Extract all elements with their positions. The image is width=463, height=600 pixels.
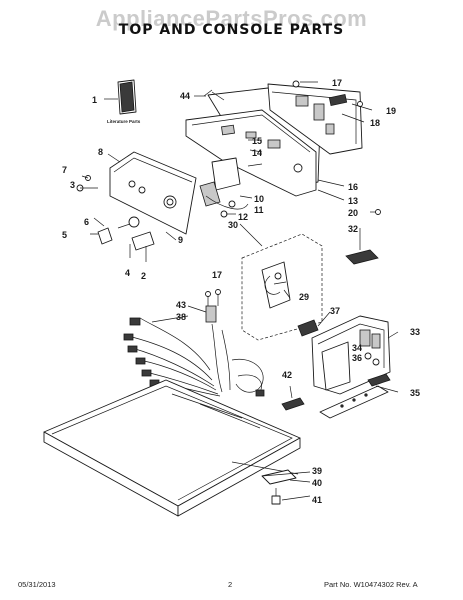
callout-17-harness: 17 — [212, 270, 222, 280]
bracket-32[interactable] — [345, 236, 379, 265]
callout-18: 18 — [370, 118, 380, 128]
screw-41[interactable] — [271, 488, 281, 505]
bracket-42[interactable] — [281, 397, 305, 411]
footer-page-number: 2 — [228, 580, 233, 589]
callout-14: 14 — [252, 148, 262, 158]
callout-30: 30 — [228, 220, 238, 230]
harness-group-30[interactable] — [241, 233, 323, 341]
hinge-bracket-40[interactable] — [261, 469, 297, 485]
callout-16: 16 — [348, 182, 358, 192]
screw-3[interactable] — [76, 184, 98, 192]
callout-36: 36 — [352, 353, 362, 363]
callout-33: 33 — [410, 327, 420, 337]
literature-parts-label: Literature Parts — [107, 119, 141, 124]
callout-19: 19 — [386, 106, 396, 116]
callout-9: 9 — [178, 235, 183, 245]
terminal-housing[interactable] — [311, 315, 391, 395]
callout-5: 5 — [62, 230, 67, 240]
timer-bracket[interactable] — [199, 157, 249, 218]
callout-40: 40 — [312, 478, 322, 488]
callout-17-top: 17 — [332, 78, 342, 88]
callout-32: 32 — [348, 224, 358, 234]
plate-35[interactable] — [319, 373, 391, 419]
callout-10: 10 — [254, 194, 264, 204]
watermark: AppliancePartsPros.com — [95, 6, 368, 31]
callout-42: 42 — [282, 370, 292, 380]
timer-switch[interactable] — [129, 231, 155, 262]
console-front-panel[interactable] — [109, 151, 197, 235]
callout-8: 8 — [98, 147, 103, 157]
footer-part-number: Part No. W10474302 Rev. A — [324, 580, 418, 589]
callout-44: 44 — [180, 91, 190, 101]
literature-parts[interactable] — [104, 79, 137, 115]
callout-11: 11 — [254, 205, 264, 215]
callout-15: 15 — [252, 136, 262, 146]
callout-3: 3 — [70, 180, 75, 190]
callout-35: 35 — [410, 388, 420, 398]
callout-2: 2 — [141, 271, 146, 281]
footer-date: 05/31/2013 — [18, 580, 56, 589]
page-title: TOP AND CONSOLE PARTS — [118, 22, 345, 38]
screw-20[interactable] — [370, 209, 381, 215]
callout-41: 41 — [312, 495, 322, 505]
callout-12: 12 — [238, 212, 248, 222]
callout-34: 34 — [352, 343, 362, 353]
callout-43: 43 — [176, 300, 186, 310]
dryer-top-panel[interactable] — [43, 379, 301, 517]
leader-lines — [81, 81, 399, 501]
terminal-block-37[interactable] — [297, 319, 319, 337]
callout-7: 7 — [62, 165, 67, 175]
callouts: 1 2 3 4 5 6 7 8 9 10 11 12 13 14 15 16 1… — [62, 78, 420, 505]
callout-29: 29 — [299, 292, 309, 302]
callout-1: 1 — [92, 95, 97, 105]
callout-6: 6 — [84, 217, 89, 227]
callout-4: 4 — [125, 268, 130, 278]
timer-knob[interactable] — [90, 216, 140, 245]
callout-39: 39 — [312, 466, 322, 476]
callout-37: 37 — [330, 306, 340, 316]
callout-20: 20 — [348, 208, 358, 218]
wire-harness[interactable] — [123, 289, 265, 397]
callout-13: 13 — [348, 196, 358, 206]
callout-38: 38 — [176, 312, 186, 322]
